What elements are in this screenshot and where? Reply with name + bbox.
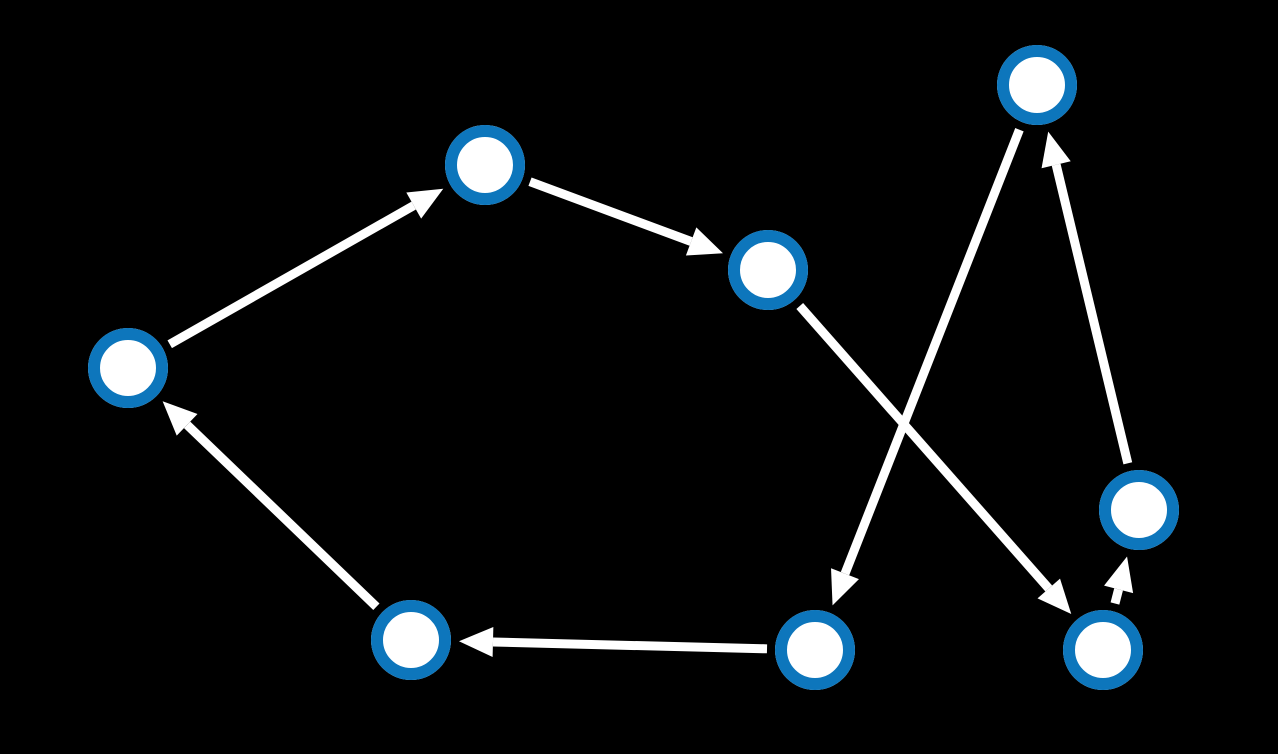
edge-layer bbox=[162, 128, 1134, 658]
node-ring bbox=[997, 45, 1077, 125]
edge-arrowhead-icon bbox=[831, 568, 859, 606]
node-n2[interactable] bbox=[439, 119, 531, 211]
edge-line[interactable] bbox=[528, 177, 693, 246]
graph-node[interactable] bbox=[769, 604, 861, 696]
node-ring bbox=[445, 125, 525, 205]
node-n8[interactable] bbox=[365, 594, 457, 686]
graph-node[interactable] bbox=[365, 594, 457, 686]
edge-line[interactable] bbox=[167, 201, 416, 349]
edge-line[interactable] bbox=[492, 637, 768, 654]
node-n5[interactable] bbox=[1093, 464, 1185, 556]
node-layer bbox=[82, 39, 1185, 696]
node-ring bbox=[1099, 470, 1179, 550]
node-n1[interactable] bbox=[82, 322, 174, 414]
graph-edge[interactable] bbox=[831, 128, 1024, 606]
graph-edge[interactable] bbox=[796, 303, 1072, 614]
graph-node[interactable] bbox=[722, 224, 814, 316]
graph-edge[interactable] bbox=[1104, 556, 1134, 605]
graph-edge[interactable] bbox=[528, 177, 723, 256]
graph-edge[interactable] bbox=[458, 627, 768, 658]
graph-edge[interactable] bbox=[167, 188, 444, 349]
edge-line[interactable] bbox=[184, 421, 380, 610]
edge-arrowhead-icon bbox=[1041, 131, 1071, 169]
node-n4[interactable] bbox=[991, 39, 1083, 131]
edge-line[interactable] bbox=[796, 303, 1053, 592]
graph-edge[interactable] bbox=[1041, 131, 1133, 465]
edge-line[interactable] bbox=[840, 128, 1024, 576]
graph-node[interactable] bbox=[439, 119, 531, 211]
node-ring bbox=[728, 230, 808, 310]
edge-arrowhead-icon bbox=[1037, 578, 1072, 614]
node-ring bbox=[775, 610, 855, 690]
graph-node[interactable] bbox=[991, 39, 1083, 131]
edge-arrowhead-icon bbox=[406, 188, 444, 219]
edge-line[interactable] bbox=[1051, 163, 1133, 465]
node-n3[interactable] bbox=[722, 224, 814, 316]
edge-arrowhead-icon bbox=[685, 227, 723, 256]
edge-arrowhead-icon bbox=[1104, 556, 1134, 594]
node-ring bbox=[1063, 610, 1143, 690]
node-n7[interactable] bbox=[769, 604, 861, 696]
edge-line[interactable] bbox=[1110, 588, 1123, 605]
edge-arrowhead-icon bbox=[162, 401, 198, 436]
graph-node[interactable] bbox=[1093, 464, 1185, 556]
graph-edge[interactable] bbox=[162, 401, 380, 610]
node-ring bbox=[88, 328, 168, 408]
graph-node[interactable] bbox=[82, 322, 174, 414]
graph-node[interactable] bbox=[1057, 604, 1149, 696]
node-ring bbox=[371, 600, 451, 680]
node-n6[interactable] bbox=[1057, 604, 1149, 696]
edge-arrowhead-icon bbox=[458, 627, 494, 658]
